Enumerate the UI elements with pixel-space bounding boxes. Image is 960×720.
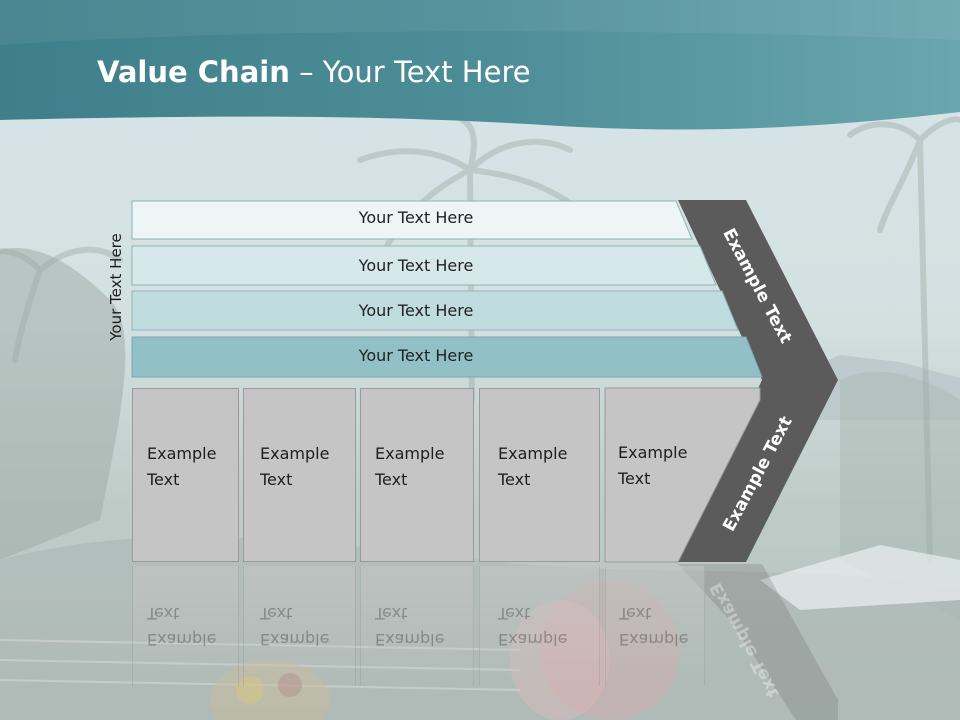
- bar-4-label: Your Text Here: [358, 346, 474, 365]
- chevron-arrow: [678, 200, 838, 562]
- box-5-shape: [604, 387, 761, 563]
- box-2-line1: Example: [260, 444, 330, 463]
- bar-2: [131, 245, 717, 286]
- slide-title-rest: – Your Text Here: [289, 55, 531, 89]
- slide-title-bold: Value Chain: [97, 55, 290, 89]
- bar-3-label: Your Text Here: [358, 301, 474, 320]
- chevron-reflection: [678, 564, 838, 720]
- bar-1-label: Your Text Here: [358, 208, 474, 227]
- box-3-line1: Example: [375, 444, 445, 463]
- bar-4: [131, 336, 763, 378]
- box-5-line1: Example: [618, 443, 688, 462]
- box-1-line2: Text: [147, 470, 180, 489]
- box-2-line2: Text: [260, 470, 293, 489]
- box-5-line2: Text: [618, 469, 651, 488]
- header-band: [0, 0, 960, 130]
- box-4-line2: Text: [498, 470, 531, 489]
- slide-title: Value Chain – Your Text Here: [97, 55, 531, 89]
- bar-2-label: Your Text Here: [358, 256, 474, 275]
- box-3-line2: Text: [375, 470, 408, 489]
- box-1-line1: Example: [147, 444, 217, 463]
- bar-3: [131, 290, 739, 331]
- box-4-line1: Example: [498, 444, 568, 463]
- bar-1: [131, 200, 693, 240]
